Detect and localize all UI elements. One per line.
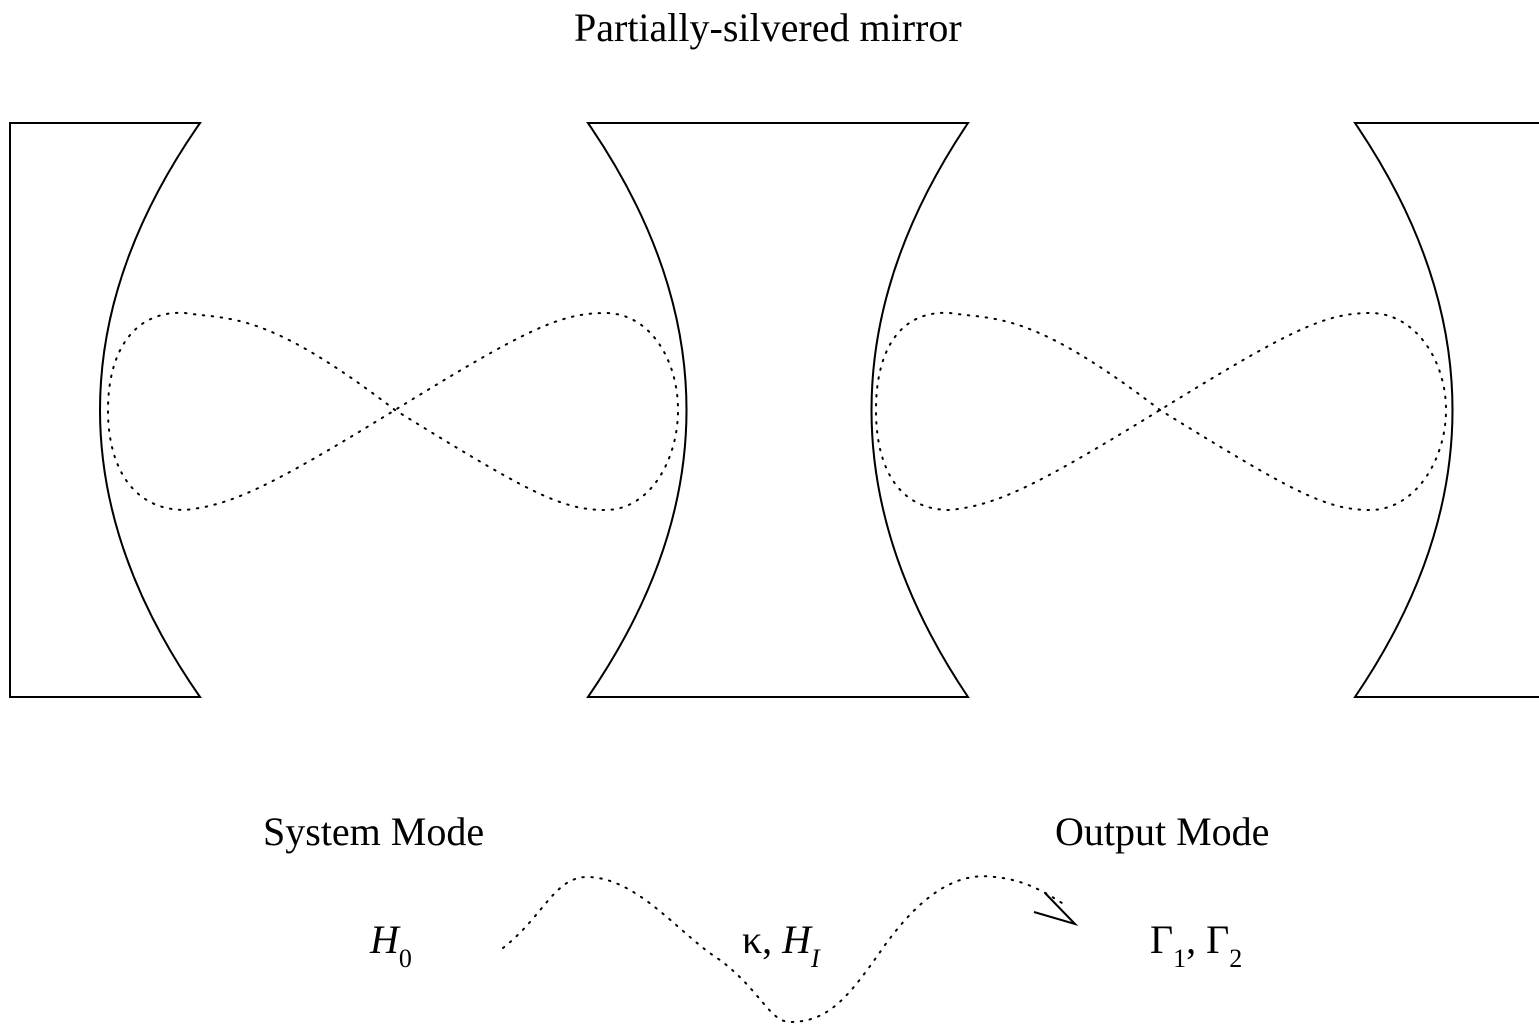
system-mode-figure-eight: [106, 311, 680, 512]
left-mirror: [9, 122, 202, 698]
gamma1-subscript: 1: [1173, 944, 1187, 973]
h0-symbol: H: [370, 917, 399, 962]
output-mode-label: Output Mode: [1055, 809, 1270, 854]
h0-subscript: 0: [398, 944, 412, 973]
hi-symbol: H: [782, 917, 812, 962]
decay-rates-label: Γ1, Γ2: [1150, 917, 1242, 972]
gamma2-subscript: 2: [1229, 944, 1243, 973]
gamma-separator: ,: [1186, 917, 1207, 962]
gamma2-symbol: Γ: [1206, 917, 1230, 962]
hi-subscript: I: [811, 944, 820, 973]
output-mode-figure-eight: [874, 311, 1448, 512]
gamma1-symbol: Γ: [1150, 917, 1174, 962]
mirror-title: Partially-silvered mirror: [574, 5, 962, 50]
system-hamiltonian-label: H0: [370, 917, 412, 972]
partially-silvered-mirror: [586, 122, 970, 698]
system-mode-label: System Mode: [263, 809, 485, 854]
right-mirror: [1353, 122, 1539, 698]
arrow-icon: [1033, 892, 1079, 927]
kappa-symbol: κ,: [742, 917, 783, 962]
coupling-label: κ, HI: [742, 917, 820, 972]
